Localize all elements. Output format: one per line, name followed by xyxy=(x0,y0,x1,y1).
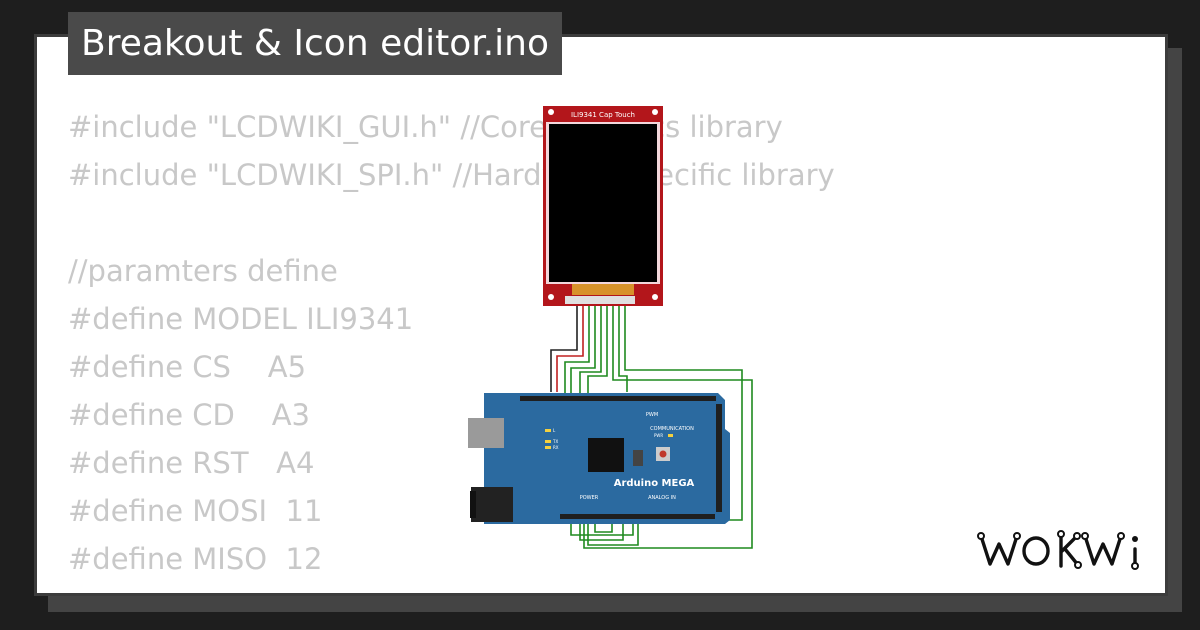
arduino-mega-board[interactable]: Arduino MEGA PWM COMMUNICATION POWER ANA… xyxy=(468,393,730,524)
wire-5 xyxy=(583,302,753,549)
mount-hole-icon xyxy=(652,294,658,300)
wire-1 xyxy=(564,302,590,420)
analog-in-label: ANALOG IN xyxy=(648,495,676,501)
mount-hole-icon xyxy=(548,109,554,115)
wires xyxy=(550,302,753,549)
display-label: ILI9341 Cap Touch xyxy=(571,111,635,119)
code-line: #define CD A3 xyxy=(68,398,310,432)
code-line: #define MISO 12 xyxy=(68,542,323,576)
code-preview: #include "LCDWIKI_GUI.h" //Core graphics… xyxy=(68,103,835,593)
code-line: #define MODEL ILI9341 xyxy=(68,302,414,336)
led-pwr-icon xyxy=(668,434,673,437)
code-line: //paramters define xyxy=(68,254,338,288)
ili9341-display[interactable]: ILI9341 Cap Touch xyxy=(543,106,663,306)
pwm-label: PWM xyxy=(646,412,658,418)
code-line: #define RST A4 xyxy=(68,446,315,480)
logo-letter-w2 xyxy=(1083,534,1123,566)
code-line: #define CS A5 xyxy=(68,350,307,384)
led-l-label: L xyxy=(553,428,556,433)
header-bottom xyxy=(560,514,715,519)
board-name: Arduino MEGA xyxy=(614,478,695,489)
icsp-header-icon xyxy=(633,450,643,466)
led-l-icon xyxy=(545,429,551,432)
display-header xyxy=(565,296,635,304)
led-rx-icon xyxy=(545,446,551,449)
display-flex-cable xyxy=(572,284,634,295)
led-rx-label: RX xyxy=(553,445,559,450)
led-tx-label: TX xyxy=(552,439,558,444)
power-jack-icon xyxy=(471,487,513,522)
led-tx-icon xyxy=(545,440,551,443)
header-right xyxy=(716,404,722,512)
mount-hole-icon xyxy=(548,294,554,300)
wire-gnd xyxy=(550,302,578,392)
wokwi-logo[interactable] xyxy=(975,524,1151,578)
wire-6 xyxy=(618,302,628,392)
project-title[interactable]: Breakout & Icon editor.ino xyxy=(68,12,563,75)
header-top xyxy=(520,396,716,401)
display-screen xyxy=(549,124,657,282)
mount-hole-icon xyxy=(652,109,658,115)
usb-port-icon xyxy=(468,418,504,448)
code-line: #define SCK 13 xyxy=(68,583,835,593)
power-label: POWER xyxy=(580,495,599,501)
code-line: #define MOSI 11 xyxy=(68,494,323,528)
logo-letter-o xyxy=(1022,536,1050,566)
logo-letter-w xyxy=(979,534,1019,566)
mcu-chip-icon xyxy=(588,438,624,472)
communication-label: COMMUNICATION xyxy=(650,426,694,432)
pwr-label: PWR xyxy=(654,433,663,438)
wire-vcc xyxy=(556,302,584,392)
